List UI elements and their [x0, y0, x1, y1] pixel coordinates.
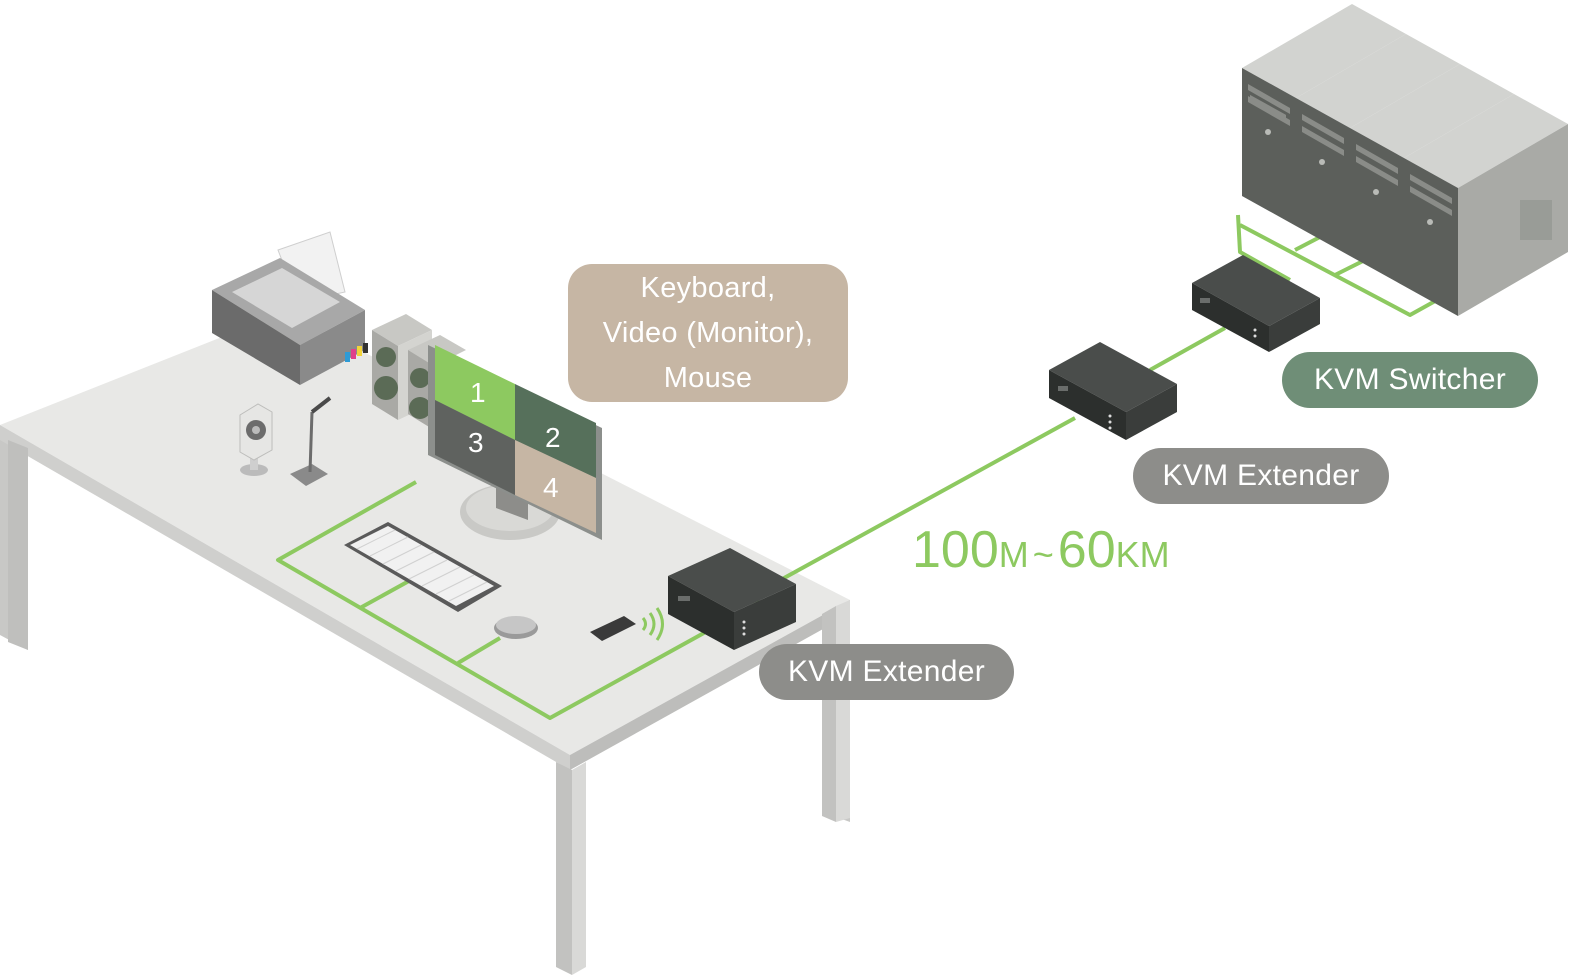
kvm-switcher-device — [1192, 255, 1320, 352]
kvm-switcher-label: KVM Switcher — [1282, 352, 1538, 408]
screen-2-label: 2 — [545, 422, 561, 453]
printer-icon — [212, 231, 368, 385]
remote-control-icon — [590, 616, 636, 641]
distance-min-unit: M — [998, 534, 1029, 575]
desk — [0, 312, 850, 975]
kvm-components-callout: Keyboard, Video (Monitor), Mouse — [568, 264, 848, 402]
callout-line-mouse: Mouse — [663, 361, 753, 394]
kvm-extender-local-device — [668, 548, 796, 650]
kvm-extender-local-label: KVM Extender — [759, 644, 1014, 700]
screen-3-label: 3 — [468, 427, 484, 458]
screen-4-label: 4 — [543, 472, 559, 503]
distance-min-value: 100 — [912, 521, 999, 579]
distance-range-label: 100M~60KM — [912, 520, 1170, 580]
distance-max-unit: KM — [1115, 534, 1170, 575]
kvm-extender-remote-label: KVM Extender — [1133, 448, 1389, 504]
server-4 — [1404, 94, 1568, 316]
distance-max-value: 60 — [1057, 521, 1116, 579]
screen-1-label: 1 — [470, 377, 486, 408]
speakers-icon — [372, 314, 466, 430]
keyboard-icon — [344, 522, 502, 612]
distance-separator: ~ — [1032, 534, 1054, 575]
wireless-signal-icon — [641, 607, 664, 641]
callout-line-keyboard: Keyboard, — [640, 271, 776, 304]
mouse-icon — [494, 616, 538, 639]
monitor: 1 2 3 4 — [428, 345, 602, 540]
kvm-extender-remote-device — [1049, 342, 1177, 440]
server-rack — [1242, 4, 1568, 316]
microphone-icon — [290, 396, 332, 486]
callout-line-video: Video (Monitor), — [602, 316, 814, 349]
webcam-icon — [239, 403, 273, 476]
